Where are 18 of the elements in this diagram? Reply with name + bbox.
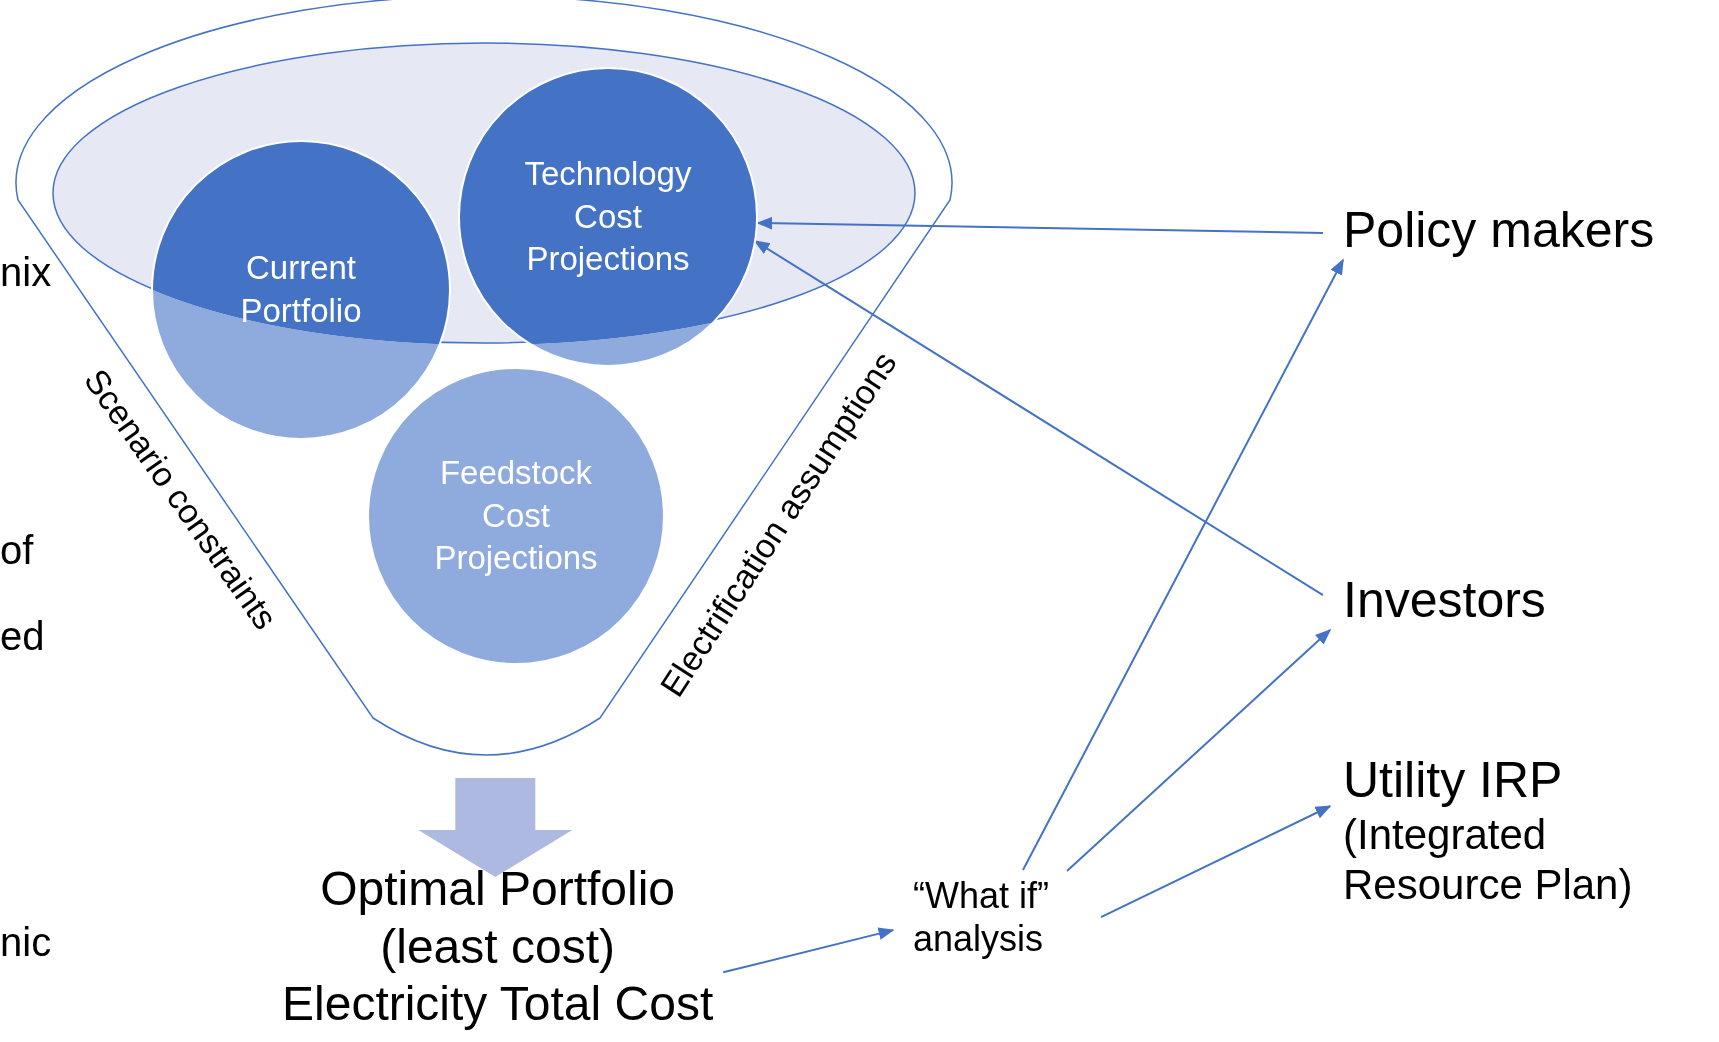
node-label: Utility IRP <box>1343 751 1563 810</box>
node-label: Optimal Portfolio (least cost) <box>319 861 676 975</box>
cropped-text: of <box>0 528 34 572</box>
cropped-text: nix <box>0 250 52 294</box>
arrow <box>722 927 895 974</box>
node-sublabel: (Integrated Resource Plan) <box>1343 810 1634 911</box>
arrow <box>1100 805 1332 919</box>
arrow <box>756 216 1324 234</box>
node-sublabel: Electricity Total Cost <box>282 976 714 1033</box>
cropped-text: ed <box>0 614 45 658</box>
node-label: Policy makers <box>1343 201 1655 260</box>
circle-node: Feedstock Cost Projections <box>367 367 665 665</box>
arrow <box>1066 628 1332 872</box>
block-arrow <box>418 778 573 877</box>
arrow <box>1022 258 1344 871</box>
node-label: Investors <box>1343 571 1546 630</box>
node-label: “What if” analysis <box>913 874 1050 961</box>
cropped-text: nic <box>0 920 52 964</box>
